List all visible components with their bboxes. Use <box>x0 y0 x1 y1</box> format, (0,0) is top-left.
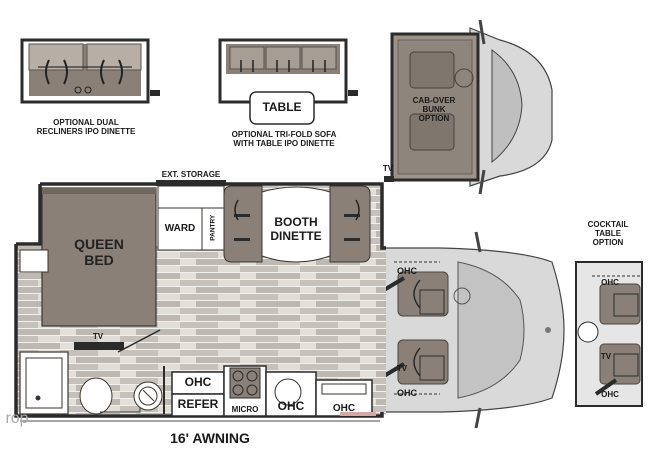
refer-label: REFER <box>177 397 219 411</box>
ohc-kitchen-label: OHC <box>184 375 212 389</box>
recliners-inset <box>20 38 160 104</box>
ohc-cab-bottom-label: OHC <box>397 388 417 398</box>
optional-sofa-caption: OPTIONAL TRI-FOLD SOFA WITH TABLE IPO DI… <box>231 130 337 149</box>
ohc-counter-label: OHC <box>332 403 356 414</box>
micro-label: MICRO <box>231 405 259 414</box>
ext-storage-label: EXT. STORAGE <box>161 170 221 179</box>
optional-recliners-caption: OPTIONAL DUAL RECLINERS IPO DINETTE <box>36 118 136 137</box>
tv-top-label: TV <box>382 164 394 173</box>
awning-label: 16' AWNING <box>170 430 250 446</box>
tv-cab-label: TV <box>396 364 408 373</box>
ohc-cocktail-top-label: OHC <box>601 278 619 287</box>
tv-cocktail-label: TV <box>600 352 612 361</box>
cab-over-bunk-label: CAB-OVER BUNK OPTION <box>412 96 456 124</box>
cocktail-inset <box>575 261 643 407</box>
ohc-cocktail-bottom-label: OHC <box>601 390 619 399</box>
ohc-cab-top-label: OHC <box>397 266 417 276</box>
main-floorplan <box>14 180 565 429</box>
cocktail-table-label: COCKTAIL TABLE OPTION <box>587 220 629 248</box>
ohc-sink-label: OHC <box>277 399 305 413</box>
tv-bed-label: TV <box>92 332 104 341</box>
queen-bed-label: QUEEN BED <box>74 236 124 269</box>
pantry-label: PANTRY <box>209 214 217 241</box>
booth-dinette-label: BOOTH DINETTE <box>270 215 322 243</box>
cab-over-inset <box>384 19 553 195</box>
watermark-text: rop <box>5 410 29 427</box>
table-label: TABLE <box>262 100 302 114</box>
wardrobe-label: WARD <box>164 223 196 234</box>
sofa-inset <box>218 38 358 125</box>
